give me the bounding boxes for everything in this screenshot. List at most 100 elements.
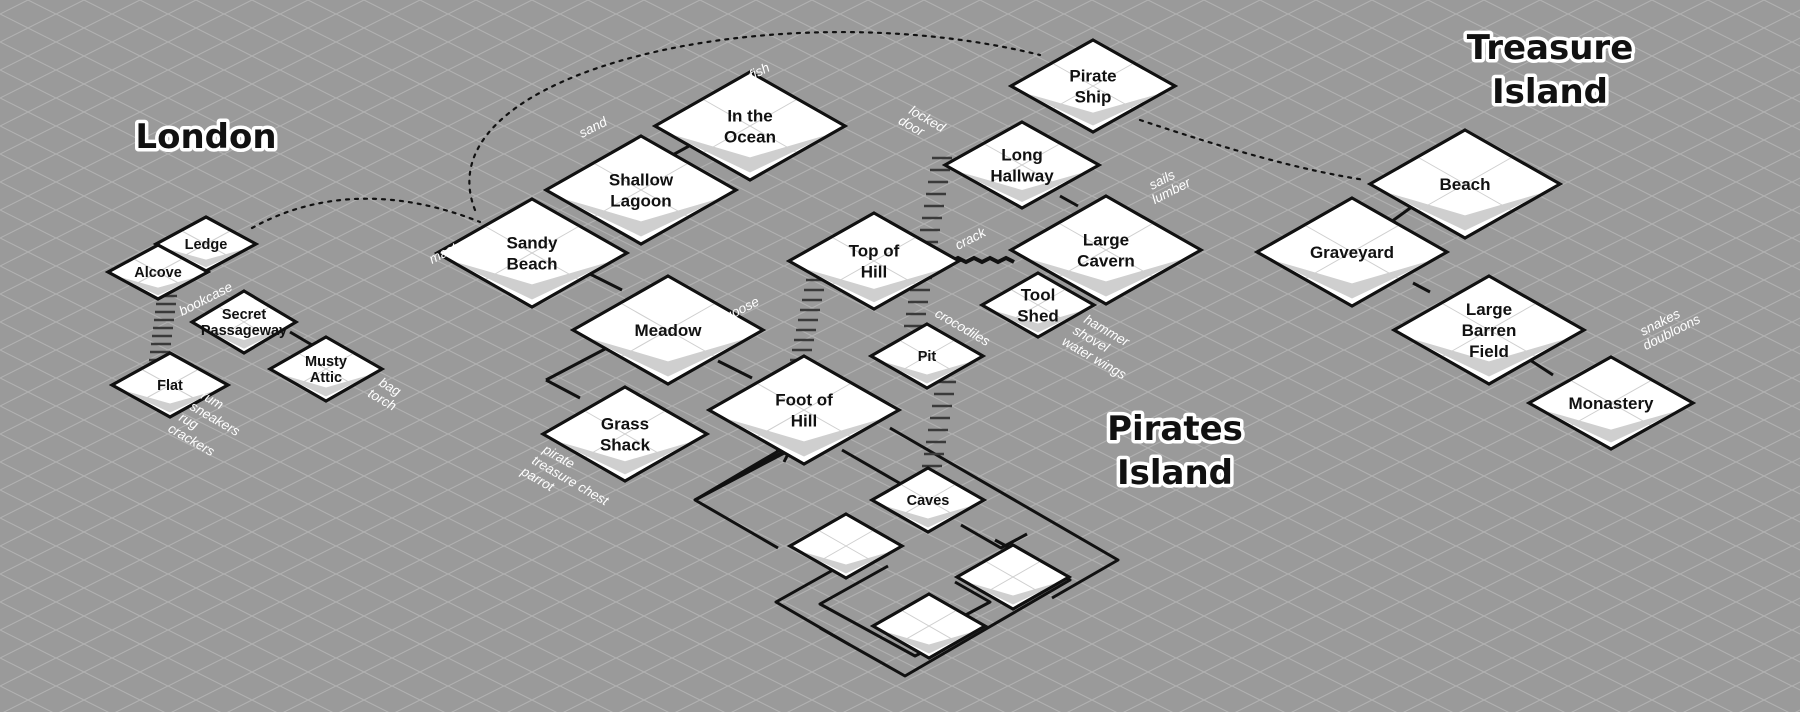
region-london: London <box>135 117 276 157</box>
room-label-flat: Flat <box>157 378 183 394</box>
room-label-monastery: Monastery <box>1568 394 1654 413</box>
room-label-ledge: Ledge <box>185 237 228 253</box>
room-shadow <box>879 504 977 528</box>
room-grid <box>756 382 852 438</box>
room-label-pirate-ship: Pirate <box>1069 67 1116 86</box>
room-label-long-hallway: Long <box>1001 146 1043 165</box>
room-grid <box>831 236 917 286</box>
room-shadow <box>1383 191 1547 231</box>
room-shadow <box>115 275 201 296</box>
room-label-shallow-lagoon: Shallow <box>609 171 674 190</box>
room-monastery[interactable]: Monastery <box>1525 355 1697 451</box>
crack-passage <box>949 255 1015 265</box>
room-shadow <box>989 309 1087 333</box>
room-label-large-barren-field: Field <box>1469 342 1509 361</box>
room-label-caves: Caves <box>907 493 950 509</box>
room-grid <box>1058 222 1154 278</box>
room-grid <box>1441 302 1537 358</box>
room-label-graveyard: Graveyard <box>1310 243 1394 262</box>
room-top-of-hill[interactable]: Top of Hill <box>785 211 963 311</box>
room-shadow <box>668 133 832 173</box>
room-grid <box>702 98 798 154</box>
room-label-foot-of-hill: Foot of <box>775 391 833 410</box>
room-grid <box>132 258 184 286</box>
dotted-paths <box>250 30 1367 230</box>
room-shadow <box>878 360 976 384</box>
room-beach[interactable]: Beach <box>1366 128 1564 240</box>
region-treasure-island-line-1: Treasure <box>1467 28 1634 68</box>
unnamed-room-1[interactable] <box>786 512 906 580</box>
room-caves[interactable]: Caves <box>868 466 988 534</box>
room-grid <box>180 230 232 258</box>
room-shadow <box>559 197 723 237</box>
room-grid <box>817 529 875 563</box>
room-label-top-of-hill: Top of <box>849 242 900 261</box>
room-grid <box>217 306 271 338</box>
unnamed-room-2[interactable] <box>953 543 1073 611</box>
room-label-alcove: Alcove <box>134 265 182 281</box>
room-shadow <box>797 550 895 574</box>
room-meadow[interactable]: Meadow <box>569 274 767 386</box>
room-label-in-the-ocean: Ocean <box>724 128 776 147</box>
room-grid <box>620 302 716 358</box>
room-label-grass-shack: Shack <box>600 436 651 455</box>
room-label-long-hallway: Hallway <box>990 167 1054 186</box>
room-label-musty-attic: Musty <box>305 354 347 370</box>
room-shadow <box>586 337 750 377</box>
room-label-tool-shed: Shed <box>1017 307 1059 326</box>
room-shadow <box>1540 409 1682 443</box>
room-grid <box>1417 156 1513 212</box>
room-foot-of-hill[interactable]: Foot of Hill <box>705 354 903 466</box>
region-pirates-island-line-2: Island <box>1117 453 1233 493</box>
room-shadow <box>964 581 1062 605</box>
room-grid <box>1009 288 1067 322</box>
room-grid <box>1304 224 1400 280</box>
room-label-secret-passageway: Secret <box>222 307 267 323</box>
room-shadow <box>800 267 948 303</box>
room-shadow <box>554 440 696 475</box>
room-shadow <box>880 630 978 654</box>
room-label-pit: Pit <box>918 349 937 365</box>
room-shadow <box>450 260 614 300</box>
room-shadow <box>1407 337 1571 377</box>
room-grid <box>593 162 689 218</box>
room-grid <box>899 483 957 517</box>
room-alcove[interactable]: Alcove <box>104 243 212 301</box>
room-shadow <box>163 247 249 268</box>
room-grid <box>898 339 956 373</box>
room-label-large-barren-field: Barren <box>1462 321 1517 340</box>
room-label-top-of-hill: Hill <box>861 263 887 282</box>
room-label-meadow: Meadow <box>634 321 702 340</box>
room-shadow <box>277 373 375 397</box>
room-shadow <box>120 389 220 413</box>
room-label-in-the-ocean: In the <box>727 107 772 126</box>
room-flat[interactable]: Flat <box>108 351 232 419</box>
room-graveyard[interactable]: Graveyard <box>1253 196 1451 308</box>
region-pirates-island-line-1: Pirates <box>1107 409 1243 449</box>
unnamed-room-3[interactable] <box>869 592 989 660</box>
room-grid <box>900 609 958 643</box>
room-label-foot-of-hill: Hill <box>791 412 817 431</box>
room-label-large-cavern: Large <box>1083 231 1129 250</box>
room-label-beach: Beach <box>1439 175 1490 194</box>
room-label-tool-shed: Tool <box>1021 286 1056 305</box>
room-pit[interactable]: Pit <box>867 322 987 390</box>
room-shadow <box>722 417 886 457</box>
room-grid <box>484 225 580 281</box>
room-shadow <box>199 326 289 349</box>
room-shadow <box>1024 257 1188 297</box>
room-label-secret-passageway: Passageway <box>201 323 287 339</box>
room-label-large-cavern: Cavern <box>1077 252 1135 271</box>
